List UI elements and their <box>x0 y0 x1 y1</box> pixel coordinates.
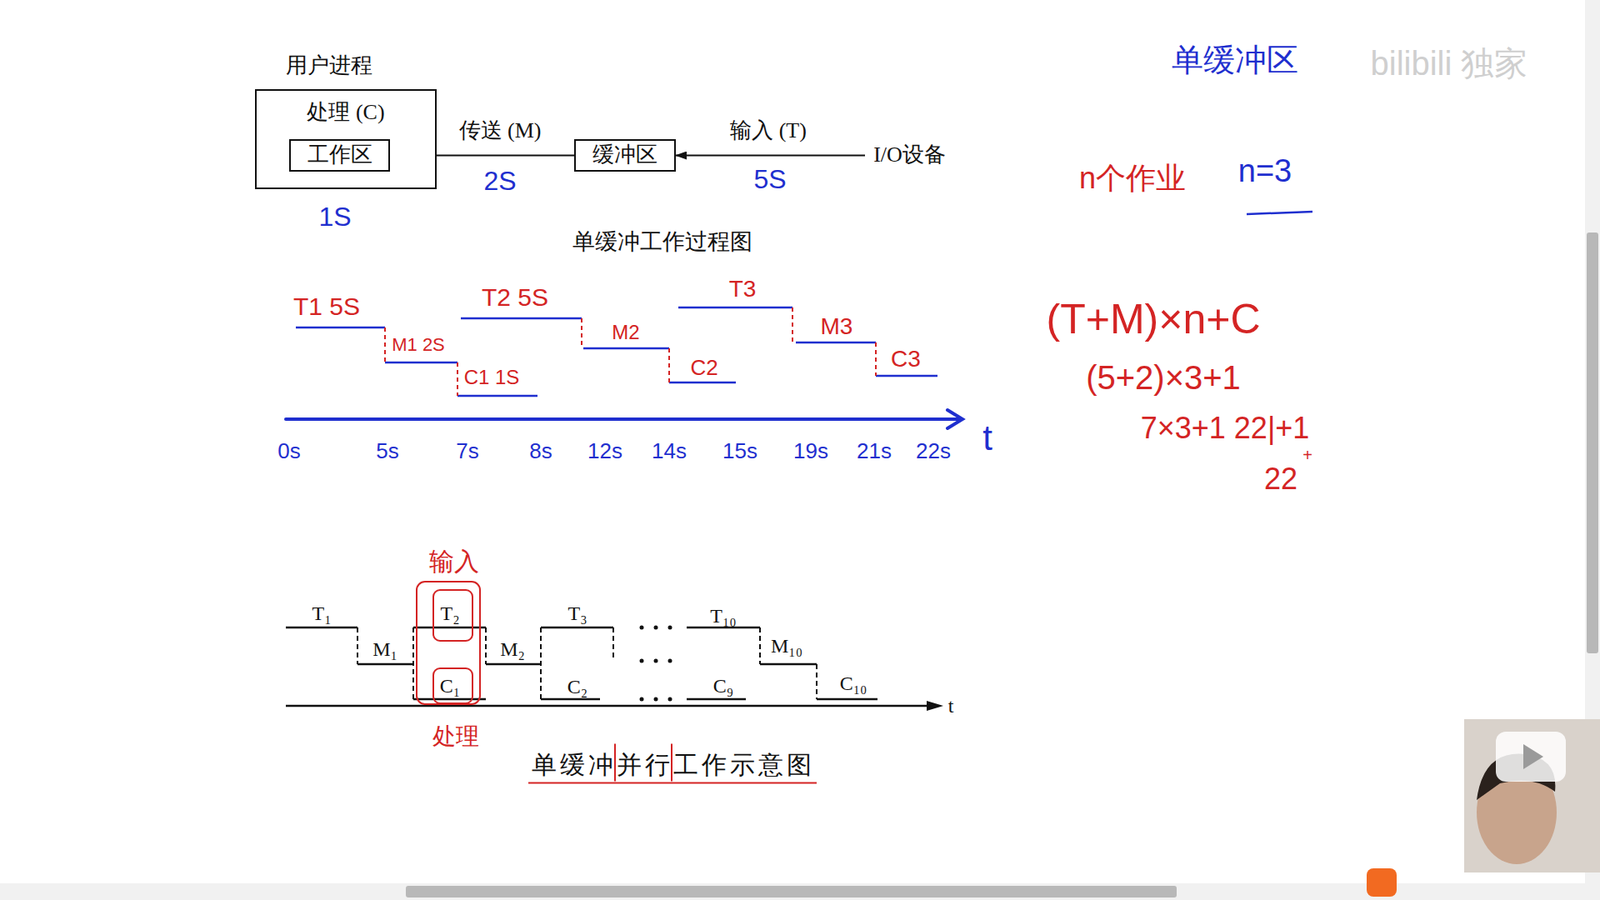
axis-tick: 15s <box>722 439 758 464</box>
watermark: bilibili 独家 <box>1370 45 1529 82</box>
edge-label: 输入 (T) <box>730 119 807 144</box>
figure-title: 单缓冲工作过程图 <box>572 230 753 255</box>
step-label: M3 <box>820 314 854 340</box>
axis-name: t <box>982 419 993 458</box>
scroll-thumb <box>405 885 1177 898</box>
step-dashes <box>385 307 876 396</box>
box-text: I/O设备 <box>873 143 946 168</box>
ellipsis-dots <box>640 625 673 702</box>
step-label: T₁₀ <box>710 605 736 627</box>
play-icon <box>1495 731 1566 782</box>
step-label: C₁ <box>440 675 460 697</box>
axis-arrow <box>926 700 944 711</box>
device-node: I/O设备 <box>865 140 955 171</box>
step-label: C1 1S <box>464 366 520 389</box>
play-triangle <box>1523 744 1544 770</box>
step-label: C₂ <box>567 675 588 698</box>
time-axis <box>285 410 963 429</box>
axis-tick: 14s <box>651 439 687 464</box>
handwritten-note: n个作业 <box>1079 161 1186 195</box>
formula: (T+M)×n+C <box>1045 296 1260 343</box>
annotation: 输入 <box>429 547 480 575</box>
step-label: T1 5S <box>293 292 360 320</box>
axis-name: t <box>948 695 955 717</box>
parallel-dashes <box>357 627 817 700</box>
box-text: 缓冲区 <box>592 143 658 168</box>
box-heading: 用户进程 <box>285 54 373 79</box>
axis-tick: 0s <box>277 439 300 464</box>
time-note: 1S <box>318 202 351 232</box>
box-text: 工作区 <box>307 143 373 168</box>
ime-icon <box>1366 868 1397 897</box>
step-label: C₉ <box>713 675 734 697</box>
step-label: T₃ <box>567 602 587 625</box>
buffer-box: 缓冲区 <box>574 139 676 172</box>
step-label: T₂ <box>440 602 460 625</box>
step-label: C3 <box>890 346 921 373</box>
axis-tick: 7s <box>455 439 479 464</box>
step-label: C₁₀ <box>840 672 868 695</box>
formula: + <box>1302 445 1313 465</box>
red-underline <box>528 782 817 785</box>
time-note: 5S <box>753 165 786 195</box>
axis-tick: 12s <box>587 439 623 464</box>
handwritten-note: n=3 <box>1238 154 1292 190</box>
annotation: 处理 <box>432 724 480 750</box>
parallel-steps <box>285 627 930 706</box>
step-label: M2 <box>611 321 640 344</box>
step-label: T2 5S <box>481 283 549 311</box>
formula: 7×3+1 22|+1 <box>1140 411 1310 445</box>
step-label: T3 <box>729 276 757 303</box>
scroll-track <box>0 883 1600 900</box>
axis-tick: 19s <box>793 439 829 464</box>
scroll-thumb <box>1586 232 1599 654</box>
underline <box>1246 211 1313 215</box>
axis-tick: 5s <box>375 439 399 464</box>
step-label: T₁ <box>311 602 331 625</box>
step-label: M₂ <box>500 638 525 660</box>
edge-label: 传送 (M) <box>459 119 542 144</box>
caption: 单缓冲并行工作示意图 <box>531 750 815 779</box>
process-box: 用户进程处理 (C)工作区 <box>255 89 437 190</box>
axis-tick: 21s <box>856 439 892 464</box>
step-label: M1 2S <box>391 335 445 355</box>
arrow-connector <box>675 155 865 157</box>
formula: 22 <box>1264 462 1298 496</box>
step-label: C2 <box>690 355 718 380</box>
work-area-box: 工作区 <box>289 139 390 172</box>
box-text: 处理 (C) <box>256 100 435 125</box>
timeline-steps <box>295 307 938 396</box>
step-label: M₁₀ <box>770 635 803 657</box>
red-highlight <box>416 581 480 705</box>
formula: (5+2)×3+1 <box>1085 359 1241 396</box>
axis-tick: 8s <box>529 439 552 464</box>
step-label: M₁ <box>372 638 398 660</box>
webcam <box>1464 719 1600 873</box>
time-note: 2S <box>483 166 516 196</box>
axis-tick: 22s <box>915 439 951 464</box>
handwritten-note: 单缓冲区 <box>1171 43 1299 79</box>
